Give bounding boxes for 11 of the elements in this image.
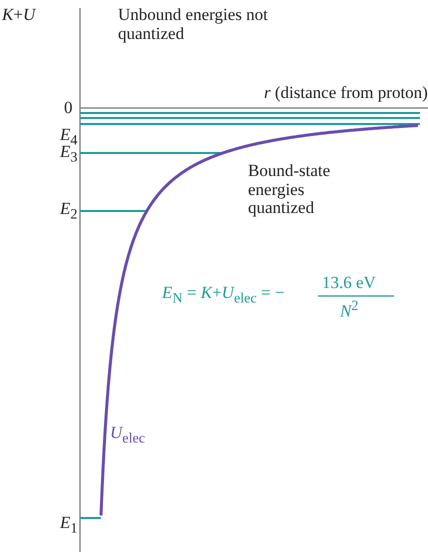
equation: N$^{2}$ — [340, 299, 358, 322]
tick-label: 0 — [64, 99, 72, 118]
axis-label: K+U — [2, 6, 36, 25]
annotation: Unbound energies not quantized — [118, 6, 269, 44]
annotation: Bound-state energies quantized — [248, 162, 332, 218]
curve-label: U$_{elec}$ — [110, 424, 146, 447]
level-label: E$_{2}$ — [60, 200, 78, 223]
equation: E$_{N}$ = K+U$_{elec}$ = − — [162, 284, 284, 307]
axis-label: r (distance from proton) — [264, 84, 428, 103]
equation: 13.6 eV — [322, 274, 376, 293]
level-label: E$_{1}$ — [60, 514, 78, 537]
